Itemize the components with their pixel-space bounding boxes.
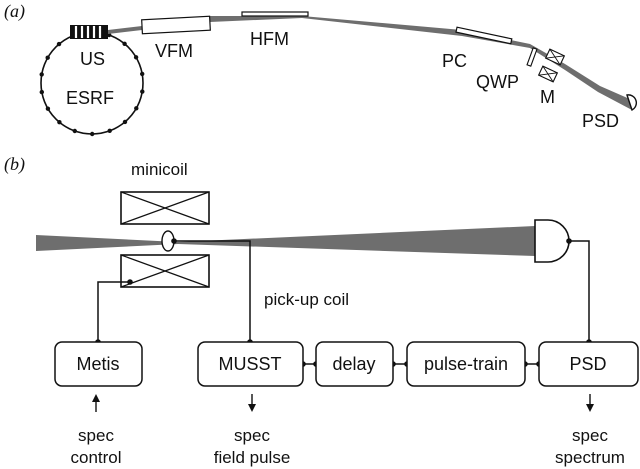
us-label: US (80, 49, 105, 69)
minicoil-lower (120, 254, 210, 288)
musst-label: MUSST (219, 354, 282, 374)
ring-magnet-dot (45, 106, 51, 111)
delay-box: delay (315, 341, 394, 387)
spec-spectrum-line1: spec (572, 426, 608, 445)
delay-label: delay (332, 354, 375, 374)
m-component-lower (537, 65, 559, 83)
esrf-ring (40, 31, 144, 135)
beam-b (36, 226, 535, 256)
metis-label: Metis (76, 354, 119, 374)
metis-box: Metis (54, 341, 143, 387)
ring-magnet-dot (122, 41, 127, 46)
pc-crystal (455, 26, 513, 45)
qwp-plate (526, 47, 538, 67)
ring-magnet-dot (133, 55, 139, 60)
pc-label: PC (442, 51, 467, 71)
psd-detector-a (626, 94, 638, 111)
ring-magnet-dot (56, 41, 62, 47)
ring-magnet-dot (72, 128, 78, 134)
qwp-label: QWP (476, 72, 519, 92)
esrf-label: ESRF (66, 88, 114, 108)
ring-magnet-dot (140, 71, 145, 77)
m-label: M (540, 87, 555, 107)
panel-b-tag: (b) (4, 154, 25, 175)
minicoil-upper (120, 191, 210, 225)
vfm-label: VFM (155, 41, 193, 61)
psd-box-label: PSD (569, 354, 606, 374)
pulse-train-label: pulse-train (424, 354, 508, 374)
musst-down-arrow (248, 394, 256, 412)
metis-up-arrow (92, 394, 100, 412)
ring-magnet-dot (122, 119, 128, 125)
m-component-upper (544, 48, 566, 66)
spec-field-pulse-line1: spec (234, 426, 270, 445)
psd-box: PSD (538, 341, 639, 387)
pulse-train-box: pulse-train (406, 341, 526, 387)
spec-field-pulse-line2: field pulse (214, 448, 291, 467)
ring-magnet-dot (140, 89, 145, 94)
beam-a-upstream (108, 26, 142, 34)
ring-magnet-dot (45, 55, 50, 60)
psd-down-arrow (586, 394, 594, 412)
spec-control-line1: spec (78, 426, 114, 445)
ring-magnet-dot (57, 120, 62, 125)
psd-label-a: PSD (582, 111, 619, 131)
panel-b: (b) minicoil (4, 154, 639, 467)
ring-magnet-dot (134, 106, 139, 111)
ring-magnet-dot (90, 131, 95, 137)
pickup-coil-label: pick-up coil (264, 290, 349, 309)
spec-spectrum-line2: spectrum (555, 448, 625, 467)
panel-a: (a) (4, 1, 638, 137)
undulator-stripes (74, 26, 102, 38)
musst-box: MUSST (197, 341, 304, 387)
ring-magnet-dot (39, 89, 44, 95)
psd-detector-b (534, 219, 570, 263)
ring-dots (39, 29, 145, 137)
spec-control-line2: control (70, 448, 121, 467)
ring-magnet-dot (39, 72, 44, 77)
hfm-mirror (241, 11, 309, 17)
minicoil-label: minicoil (131, 160, 188, 179)
vfm-mirror (141, 15, 211, 35)
hfm-label: HFM (250, 29, 289, 49)
panel-a-tag: (a) (4, 1, 25, 22)
ring-magnet-dot (107, 128, 112, 133)
